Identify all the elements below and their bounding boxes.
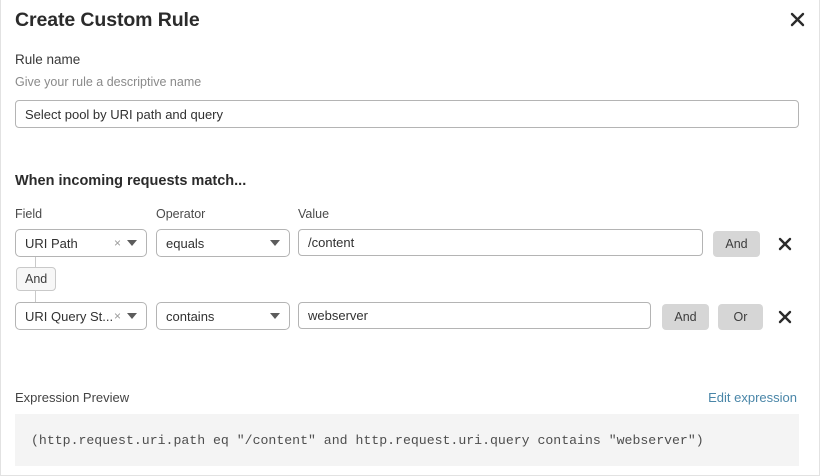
remove-condition-row-2-button[interactable] <box>774 306 796 328</box>
field-select-row-2[interactable]: URI Query St... × <box>15 302 147 330</box>
expression-preview-text: (http.request.uri.path eq "/content" and… <box>31 432 704 448</box>
clear-icon[interactable]: × <box>113 309 121 323</box>
chevron-down-icon <box>127 240 137 246</box>
expression-preview-label: Expression Preview <box>15 390 130 405</box>
expression-preview-box: (http.request.uri.path eq "/content" and… <box>15 414 799 466</box>
value-input-row-2[interactable] <box>298 302 651 329</box>
column-label-operator: Operator <box>156 207 206 221</box>
close-icon <box>778 237 792 251</box>
column-label-value: Value <box>298 207 330 221</box>
operator-select-row-2[interactable]: contains <box>156 302 290 330</box>
match-section-title: When incoming requests match... <box>15 173 247 189</box>
dialog-title: Create Custom Rule <box>15 9 200 31</box>
value-input-row-1[interactable] <box>298 229 703 256</box>
and-button-row-1[interactable]: And <box>713 231 760 257</box>
field-select-row-1[interactable]: URI Path × <box>15 229 147 257</box>
operator-select-row-1-value: equals <box>166 235 205 251</box>
rule-name-label: Rule name <box>15 52 81 67</box>
operator-select-row-1[interactable]: equals <box>156 229 290 257</box>
chevron-down-icon <box>270 313 280 319</box>
operator-select-row-2-value: contains <box>166 308 215 324</box>
field-select-row-1-value: URI Path <box>25 235 78 251</box>
close-glyph <box>790 12 804 26</box>
field-select-row-2-value: URI Query St... <box>25 308 112 324</box>
clear-icon[interactable]: × <box>113 236 121 250</box>
remove-condition-row-1-button[interactable] <box>774 233 796 255</box>
chevron-down-icon <box>127 313 137 319</box>
group-and-badge[interactable]: And <box>16 267 57 291</box>
chevron-down-icon <box>270 240 280 246</box>
and-button-row-2[interactable]: And <box>662 304 709 330</box>
column-label-field: Field <box>15 207 43 221</box>
or-button-row-2[interactable]: Or <box>718 304 763 330</box>
edit-expression-link[interactable]: Edit expression <box>708 390 797 405</box>
rule-name-help-text: Give your rule a descriptive name <box>15 75 202 89</box>
rule-name-input[interactable] <box>15 100 799 128</box>
close-icon <box>778 310 792 324</box>
close-icon[interactable] <box>785 7 809 31</box>
